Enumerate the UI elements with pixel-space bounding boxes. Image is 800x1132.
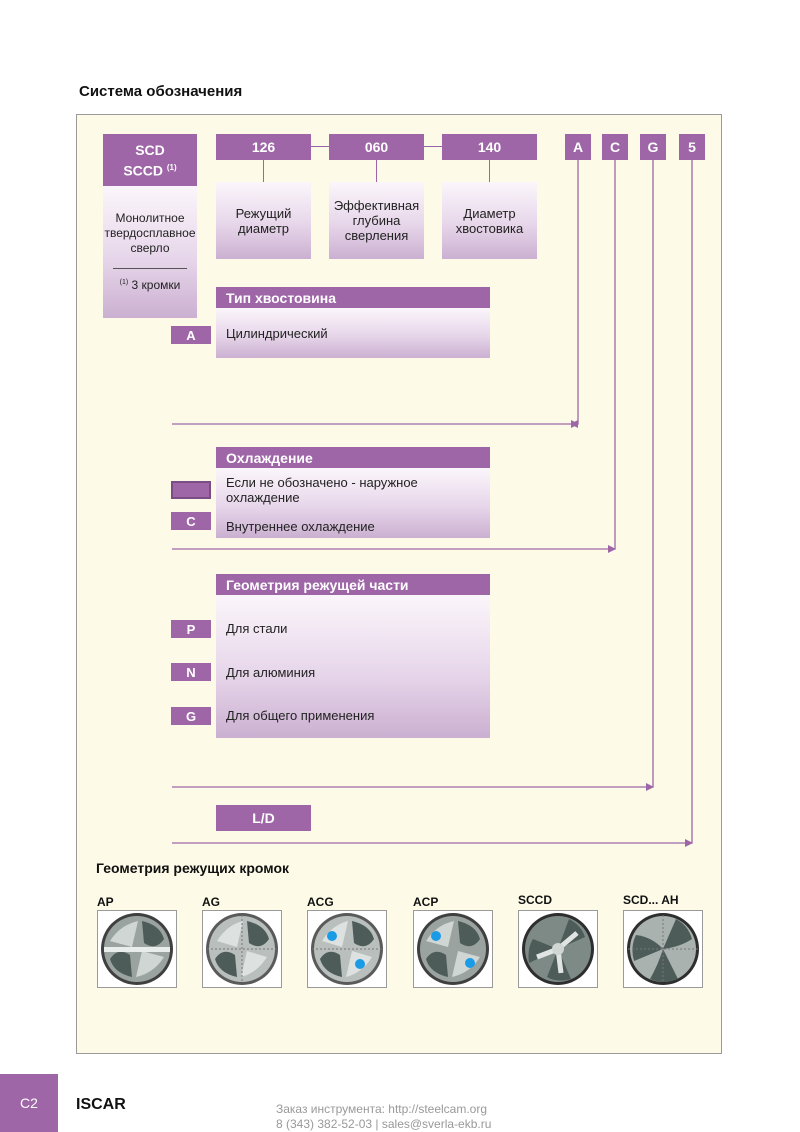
shank-option-text: Цилиндрический	[226, 326, 328, 341]
drill-image-acg	[307, 910, 387, 988]
geometry-option-text-n: Для алюминия	[226, 665, 316, 680]
connector	[263, 160, 264, 182]
main-code-line1: SCD	[135, 141, 165, 158]
main-desc-note: (1) 3 кромки	[119, 278, 181, 292]
segment-label-2: Эффективная глубина сверления	[329, 182, 424, 259]
page-title: Система обозначения	[79, 83, 243, 100]
segment-label-1: Режущий диаметр	[216, 182, 311, 259]
drill-label-scd-ah: SCD... AH	[623, 893, 679, 907]
drill-label-ag: AG	[202, 895, 220, 909]
main-code-sup: (1)	[166, 162, 177, 172]
contact-line-2: 8 (343) 382-52-03 | sales@sverla-ekb.ru	[276, 1117, 492, 1131]
drill-image-sccd	[518, 910, 598, 988]
geometry-option-code-p: P	[171, 620, 211, 638]
drill-ap-icon	[101, 913, 173, 985]
drill-label-acp: ACP	[413, 895, 439, 909]
page-number: C2	[0, 1074, 58, 1132]
segment-code-1: 126	[216, 134, 311, 160]
drill-acg-icon	[311, 913, 383, 985]
drill-image-scd-ah	[623, 910, 703, 988]
ld-label: L/D	[216, 805, 311, 831]
letter-code-g: G	[640, 134, 666, 160]
drill-label-acg: ACG	[307, 895, 334, 909]
cooling-option-text-2: Внутреннее охлаждение	[226, 519, 375, 534]
geometry-option-code-n: N	[171, 663, 211, 681]
geometry-option-code-g: G	[171, 707, 211, 725]
letter-code-c: C	[602, 134, 628, 160]
shank-header: Тип хвостовина	[216, 287, 490, 308]
letter-code-5: 5	[679, 134, 705, 160]
main-code-box: SCD SCCD (1)	[103, 134, 197, 186]
contact-line-1: Заказ инструмента: http://steelcam.org	[276, 1102, 488, 1116]
segment-code-2: 060	[329, 134, 424, 160]
cooling-body	[216, 468, 490, 538]
main-code-line2: SCCD	[123, 162, 163, 179]
main-desc-text: Монолитное твердосплавное сверло	[104, 210, 196, 255]
edges-title: Геометрия режущих кромок	[96, 860, 290, 876]
shank-body	[216, 308, 490, 358]
drill-image-ag	[202, 910, 282, 988]
drill-label-ap: AP	[97, 895, 114, 909]
drill-image-ap	[97, 910, 177, 988]
cooling-option-code-2: C	[171, 512, 211, 530]
connector	[424, 146, 442, 147]
drill-scd-ah-icon	[627, 913, 699, 985]
main-desc-box: Монолитное твердосплавное сверло (1) 3 к…	[103, 186, 197, 318]
brand-name: ISCAR	[76, 1096, 126, 1113]
geometry-option-text-g: Для общего применения	[226, 708, 375, 723]
geometry-body	[216, 595, 490, 738]
cooling-header: Охлаждение	[216, 447, 490, 468]
cooling-option-text-1: Если не обозначено - наружное охлаждение	[226, 475, 418, 505]
segment-label-3: Диаметр хвостовика	[442, 182, 537, 259]
letter-code-a: A	[565, 134, 591, 160]
drill-image-acp	[413, 910, 493, 988]
connector	[376, 160, 377, 182]
contact-info: Заказ инструмента: http://steelcam.org 8…	[276, 1102, 491, 1132]
segment-code-3: 140	[442, 134, 537, 160]
shank-option-code: A	[171, 326, 211, 344]
geometry-header: Геометрия режущей части	[216, 574, 490, 595]
connector	[489, 160, 490, 182]
drill-label-sccd: SCCD	[518, 893, 553, 907]
drill-ag-icon	[206, 913, 278, 985]
geometry-option-text-p: Для стали	[226, 621, 288, 636]
connector	[311, 146, 329, 147]
drill-acp-icon	[417, 913, 489, 985]
drill-sccd-icon	[522, 913, 594, 985]
main-desc-divider	[113, 268, 187, 269]
cooling-option-code-1	[171, 481, 211, 499]
